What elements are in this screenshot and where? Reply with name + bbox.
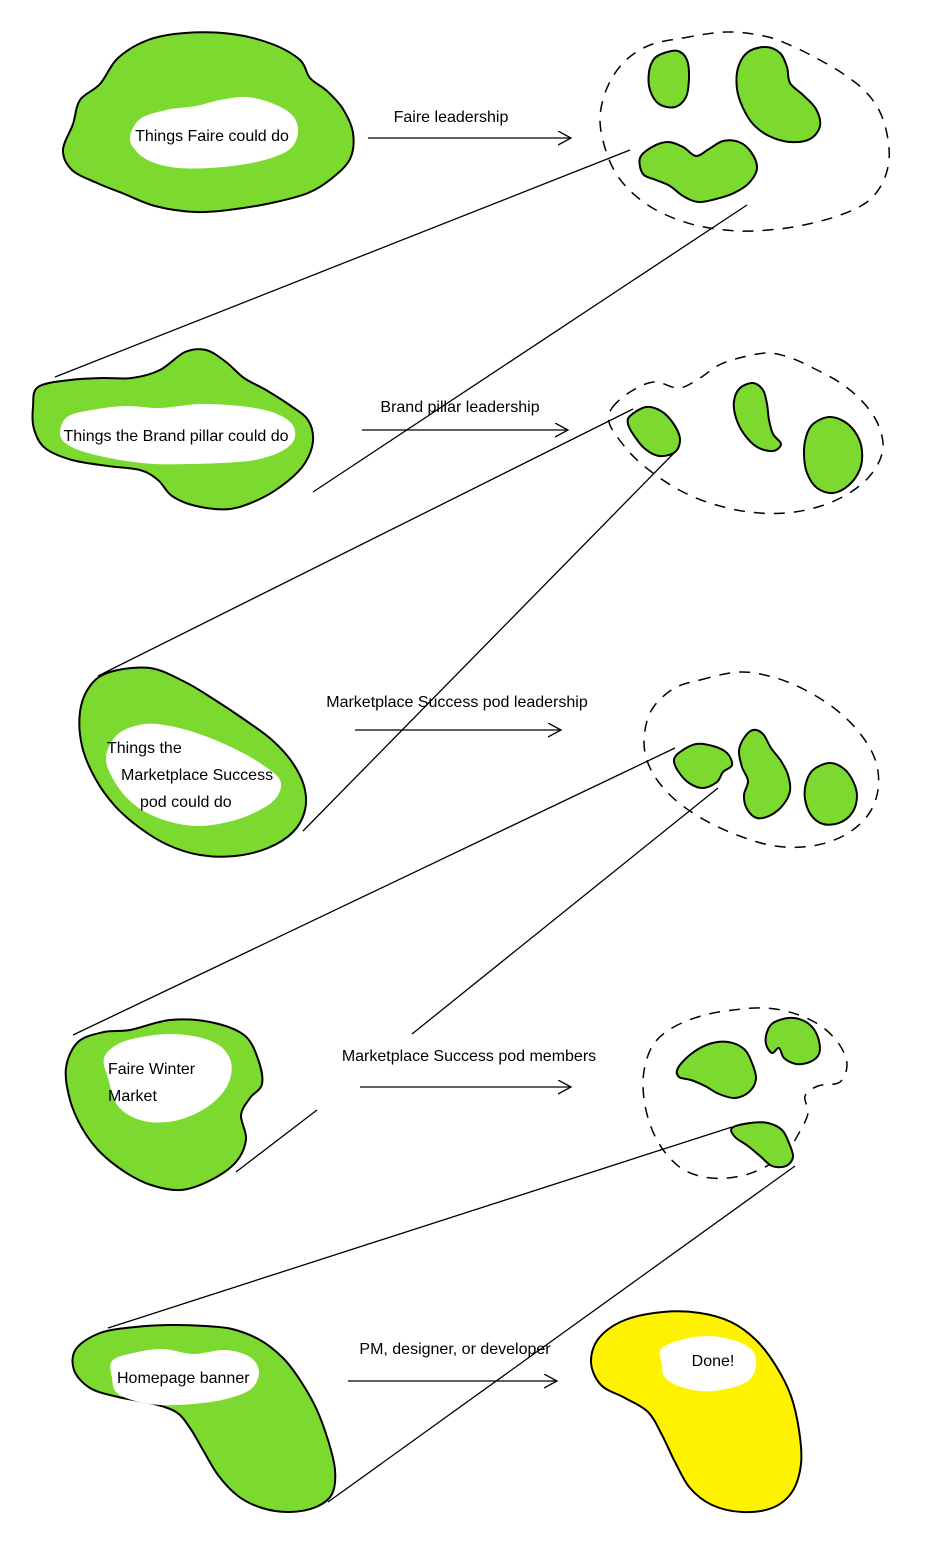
stage-4-surviving-option-3 — [730, 1121, 795, 1169]
stage-4-input-label-window — [103, 1034, 232, 1123]
stage3-to-stage4-projection-line-lower-b — [235, 1109, 318, 1173]
stage-1-filter-label: Faire leadership — [394, 109, 509, 126]
stage-3-input-label-line-1: Things the — [107, 740, 182, 757]
done-label-window — [659, 1336, 757, 1392]
stage-1-surviving-option-3 — [638, 139, 759, 204]
stage-2: Things the Brand pillar could do Brand p… — [31, 348, 884, 515]
stage-5-output-done: Done! — [589, 1310, 803, 1514]
stage-2-filter-label: Brand pillar leadership — [380, 399, 539, 416]
stage-3-output-outline — [643, 671, 880, 849]
stage-2-input-label-window — [59, 403, 296, 465]
done-label: Done! — [692, 1353, 735, 1370]
stage3-to-stage4-projection-line-upper — [72, 747, 676, 1036]
stage-4: Faire Winter Market Marketplace Success … — [64, 1007, 848, 1192]
stage-5: Homepage banner PM, designer, or develop… — [71, 1310, 803, 1514]
stage-3-input-label-line-2: Marketplace Success — [121, 767, 273, 784]
stage-5-input-label-window — [110, 1348, 260, 1406]
stage-4-surviving-option-1 — [764, 1016, 821, 1066]
stage-2-output-outline — [607, 352, 884, 515]
stage2-to-stage3-projection-line-upper — [97, 408, 634, 677]
stage3-to-stage4-projection-line-lower-a — [411, 787, 719, 1035]
stage1-to-stage2-projection-line-lower — [312, 204, 748, 493]
stage-2-surviving-option-3 — [802, 415, 864, 495]
stage-1-surviving-option-2 — [735, 45, 822, 144]
stage-1: Things Faire could do Faire leadership — [61, 31, 891, 232]
stage-5-input-label: Homepage banner — [117, 1370, 250, 1387]
stage-3-output-region — [643, 671, 880, 849]
stage-projection-lines — [54, 149, 796, 1503]
stage-3-surviving-option-2 — [737, 728, 792, 820]
stage-4-surviving-option-2 — [675, 1040, 758, 1100]
stage-2-input-label: Things the Brand pillar could do — [63, 428, 288, 445]
stage-2-output-region — [607, 352, 884, 515]
stage-1-input-label: Things Faire could do — [135, 128, 289, 145]
stage-4-output-region — [642, 1007, 848, 1180]
stage-3-input-label-line-3: pod could do — [140, 794, 232, 811]
stage-2-surviving-option-1 — [626, 405, 682, 458]
stage-3-surviving-option-3 — [803, 761, 859, 826]
stage2-to-stage3-projection-line-lower — [302, 451, 676, 832]
stage-4-input-label-line-2: Market — [108, 1088, 157, 1105]
stage-4-input-label-line-1: Faire Winter — [108, 1061, 196, 1078]
stage4-to-stage5-projection-line-lower — [327, 1165, 796, 1503]
stage-3-filter-label: Marketplace Success pod leadership — [326, 694, 588, 711]
stage-1-input-label-window — [129, 96, 299, 169]
stage-3-input-label-window — [105, 723, 282, 827]
stage1-to-stage2-projection-line-upper — [54, 149, 631, 378]
stage-3-surviving-option-1 — [672, 742, 734, 790]
stage-1-output-outline — [599, 31, 891, 232]
stage-2-surviving-option-2 — [732, 381, 782, 453]
stage-1-output-region — [599, 31, 891, 232]
stage4-to-stage5-projection-line-upper — [107, 1126, 733, 1329]
stage-5-filter-label: PM, designer, or developer — [359, 1341, 551, 1358]
stage-3: Things the Marketplace Success pod could… — [78, 666, 880, 858]
stage-1-surviving-option-1 — [647, 49, 691, 109]
stage-4-output-outline — [642, 1007, 848, 1180]
stage-4-filter-label: Marketplace Success pod members — [342, 1048, 596, 1065]
